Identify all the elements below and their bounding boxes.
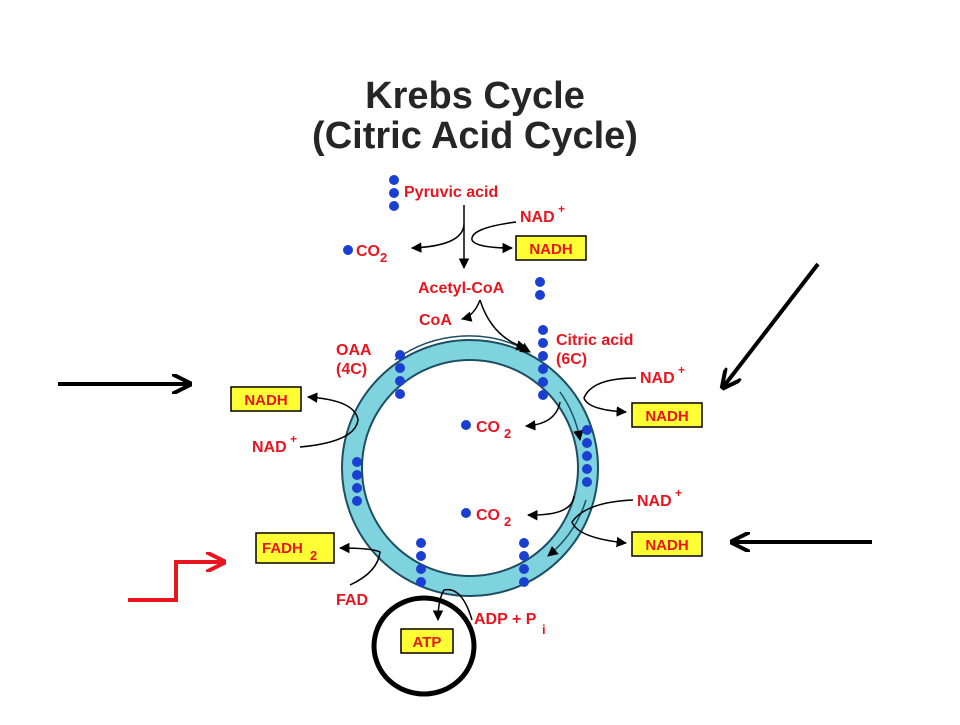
co2-inner-1-arrow — [524, 401, 561, 431]
atp-box — [400, 628, 454, 654]
citric-acid-carbons: (6C) — [556, 351, 587, 368]
co2-inner-1-subscript: 2 — [504, 426, 511, 441]
acetyl-coa-label: Acetyl-CoA — [418, 280, 505, 297]
nadh-top-label: NADH — [529, 241, 572, 258]
nad-left-label: NAD — [252, 439, 287, 456]
atp-label: ATP — [413, 634, 442, 651]
co2-inner-2-label: CO — [476, 507, 500, 524]
coa-label: CoA — [419, 312, 452, 329]
fadh2-label: FADH — [262, 540, 303, 557]
co2-top-subscript: 2 — [380, 250, 387, 265]
nadh-right-2-label: NADH — [645, 537, 688, 554]
fadh2-box — [255, 532, 335, 564]
co2-inner-2-arrow — [526, 495, 575, 521]
fad-label: FAD — [336, 592, 368, 609]
nadh-right-1-label: NADH — [645, 408, 688, 425]
oaa-label: OAA — [336, 342, 372, 359]
co2-inner-2-subscript: 2 — [504, 514, 511, 529]
carbon-dots — [343, 175, 592, 587]
oaa-carbons: (4C) — [336, 361, 367, 378]
nad-left-arrow — [299, 392, 359, 448]
co2-inner-1-label: CO — [476, 419, 500, 436]
title-line-2: (Citric Acid Cycle) — [312, 115, 638, 157]
citric-acid-label: Citric acid — [556, 332, 633, 349]
nadh-left-box — [230, 386, 302, 412]
nad-right-2-label: NAD — [637, 493, 672, 510]
fadh2-subscript: 2 — [310, 548, 317, 563]
title-line-1: Krebs Cycle — [365, 75, 585, 117]
pyruvic-acid-label: Pyruvic acid — [404, 184, 498, 201]
nad-top-to-nadh-arrow — [471, 221, 517, 254]
co2-top-label: CO — [356, 243, 380, 260]
fad-to-fadh2-arrow — [338, 542, 381, 586]
nadh-top-box — [515, 235, 587, 261]
nad-right-2-plus: + — [675, 486, 682, 500]
nad-right-1-label: NAD — [640, 370, 675, 387]
nad-right-2-arrow — [571, 499, 634, 548]
nadh-left-label: NADH — [244, 392, 287, 409]
fadh2-step-arrow — [128, 562, 222, 602]
nad-right-1-arrow — [583, 377, 637, 417]
adp-pi-label: ADP + P — [474, 611, 537, 628]
nadh-right-2-box — [631, 531, 703, 557]
nad-top-plus: + — [558, 202, 565, 216]
nadh-right-top-arrow — [724, 262, 820, 386]
nad-right-1-plus: + — [678, 363, 685, 377]
adp-pi-subscript: i — [542, 622, 546, 637]
nad-top-label: NAD — [520, 209, 555, 226]
acetyl-into-cycle-arrow — [479, 299, 528, 351]
cycle-ring — [341, 335, 599, 597]
coa-release-arrow — [460, 299, 481, 322]
atp-circle — [371, 595, 477, 697]
nadh-right-1-box — [631, 402, 703, 428]
adp-to-atp-arrow — [432, 588, 473, 622]
co2-top-release-arrow — [410, 224, 465, 253]
nad-left-plus: + — [290, 432, 297, 446]
